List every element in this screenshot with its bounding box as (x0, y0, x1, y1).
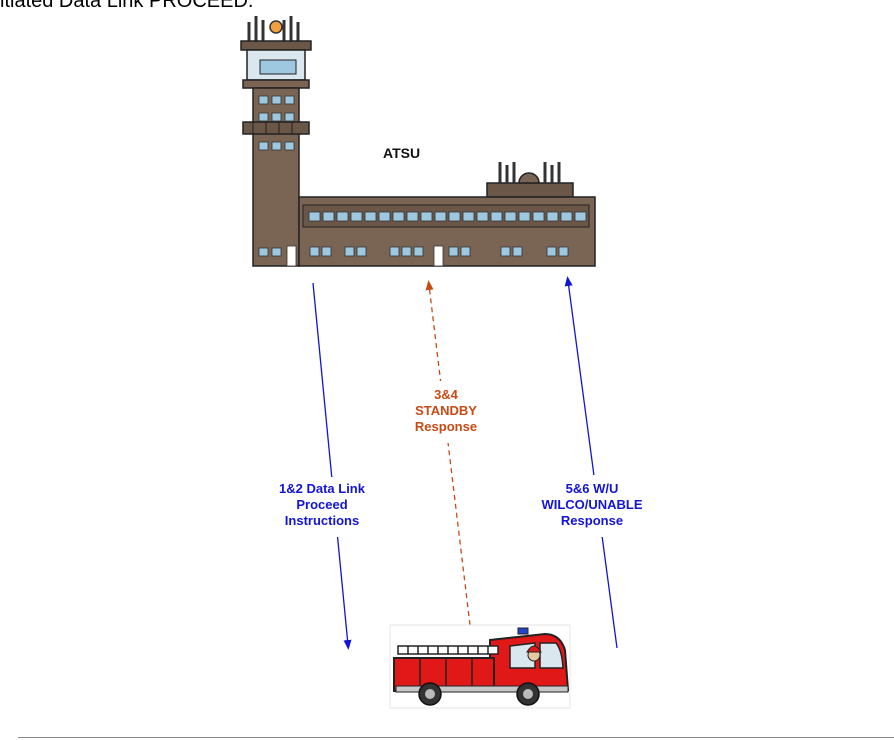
standby-response-label: 3&4 STANDBY Response (397, 381, 495, 443)
standby-label-line1: 3&4 (434, 387, 458, 402)
proceed-label-line1: 1&2 Data Link (279, 481, 365, 496)
standby-label-line3: Response (414, 419, 478, 434)
proceed-label-line2: Proceed (296, 497, 348, 512)
caption-heading: itiated Data Link PROCEED. (0, 0, 254, 12)
proceed-label-line3: Instructions (284, 513, 360, 528)
proceed-instructions-label: 1&2 Data Link Proceed Instructions (262, 477, 382, 537)
wilco-label-line2: WILCO/UNABLE (541, 497, 643, 512)
wilco-response-arrow (564, 276, 618, 649)
standby-label-line2: STANDBY (415, 403, 477, 418)
wilco-label-line3: Response (560, 513, 624, 528)
proceed-uplink-arrow (312, 282, 352, 650)
atsu-building-icon (240, 16, 596, 267)
fire-truck-icon (389, 624, 571, 709)
wilco-label-line1: 5&6 W/U (565, 481, 619, 496)
atsu-label: ATSU (383, 145, 421, 161)
bottom-divider (18, 737, 894, 738)
wilco-unable-response-label: 5&6 W/U WILCO/UNABLE Response (522, 475, 662, 537)
standby-response-arrow (425, 280, 471, 626)
